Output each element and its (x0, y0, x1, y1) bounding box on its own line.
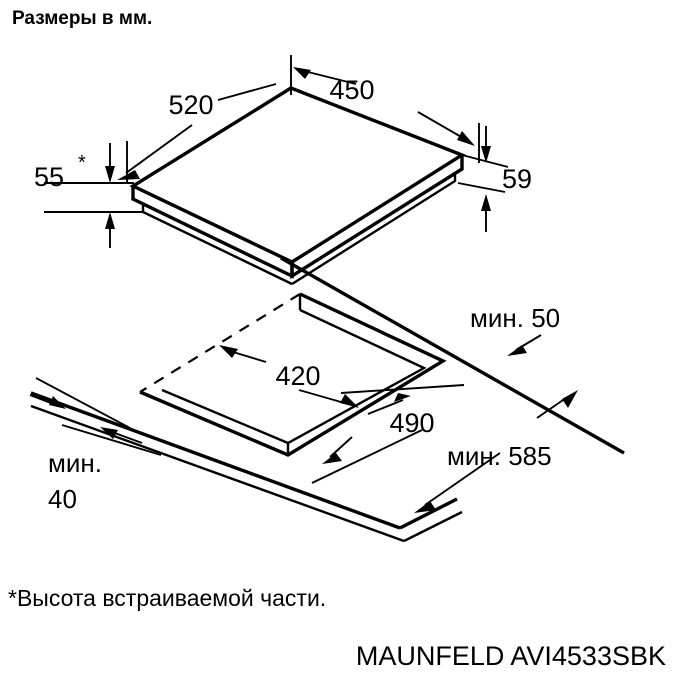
dim-490-ext-bottom (311, 429, 423, 484)
footnote: *Высота встраиваемой части. (8, 585, 326, 611)
dim-520-arrow-down (117, 170, 140, 180)
dim-420-leader-right (298, 389, 349, 405)
cutout-outer-rim (139, 292, 447, 457)
clearance-40-leader-b (111, 431, 143, 444)
clearance-side-40: мин. 40 (29, 377, 162, 514)
clearance-40-label-line2: 40 (48, 484, 77, 514)
dim-55-arrow-top (105, 166, 115, 183)
countertop-rear-edge (280, 256, 625, 455)
countertop-front-edge-top (399, 497, 458, 530)
clearance-40-arrow-b (100, 427, 118, 439)
cooktop-front-right-face (290, 155, 464, 280)
clearance-40-ext-lower (61, 424, 162, 456)
dim-59-label: 59 (502, 164, 532, 194)
model-name: MAUNFELD AVI4533SBK (356, 641, 666, 671)
clearance-rear-50: мин. 50 (470, 303, 560, 356)
clearance-50-arrow (507, 345, 527, 356)
clearance-front-585: мин. 585 (414, 390, 578, 513)
dim-490-arrow-up (394, 393, 411, 402)
dim-490-leader-up (367, 399, 404, 415)
cooktop-front-left-face (131, 186, 294, 279)
dimension-490: 490 (311, 384, 465, 484)
clearance-40-ext-upper (35, 377, 131, 429)
dim-59-ext-bottom (457, 182, 506, 193)
clearance-585-label: мин. 585 (447, 441, 552, 471)
dim-450-arrow-right (457, 131, 475, 146)
countertop-left-edge-bottom (30, 404, 405, 543)
dim-520-leader-up (217, 83, 277, 101)
dim-520-leader-down (125, 124, 193, 174)
dim-490-arrow-down (322, 453, 342, 464)
dim-59-arrow-top (481, 146, 491, 163)
dim-490-label: 490 (389, 408, 434, 438)
clearance-50-label: мин. 50 (470, 303, 560, 333)
dimension-420: 420 (219, 345, 359, 408)
countertop (30, 256, 625, 543)
dim-450-arrow-left (293, 67, 311, 79)
dimension-55: 55 * (34, 141, 144, 248)
clearance-585-arrow-down (414, 501, 436, 513)
countertop-front-edge-bottom (403, 510, 463, 543)
dim-59-ext-top (461, 154, 509, 168)
dim-55-asterisk: * (78, 152, 86, 174)
clearance-585-arrow-up (562, 390, 578, 408)
dimension-450: 450 (290, 55, 480, 163)
dim-420-label: 420 (275, 361, 320, 391)
clearance-585-leader-down (424, 452, 501, 506)
dimension-520: 520 (117, 83, 277, 180)
cooktop-recess-right (291, 173, 457, 286)
clearance-40-arrow-a (49, 396, 66, 409)
dimension-59: 59 (457, 126, 532, 232)
dim-420-arrow-left (219, 345, 238, 358)
clearance-40-label-line1: мин. (48, 448, 102, 478)
dim-450-label: 450 (329, 75, 374, 105)
dim-55-label: 55 (34, 162, 64, 192)
countertop-left-edge-top (30, 391, 401, 530)
dim-490-ext-top (340, 384, 465, 394)
dim-420-leader-left (232, 351, 267, 363)
cooktop-body (129, 86, 466, 286)
page-title: Размеры в мм. (12, 8, 152, 29)
dim-55-arrow-bottom (105, 212, 115, 229)
dim-420-arrow-right (340, 394, 359, 408)
dim-490-leader-down (329, 436, 353, 458)
dim-59-arrow-bottom (481, 194, 491, 211)
dim-520-label: 520 (168, 90, 213, 120)
clearance-585-leader-up (536, 397, 567, 419)
